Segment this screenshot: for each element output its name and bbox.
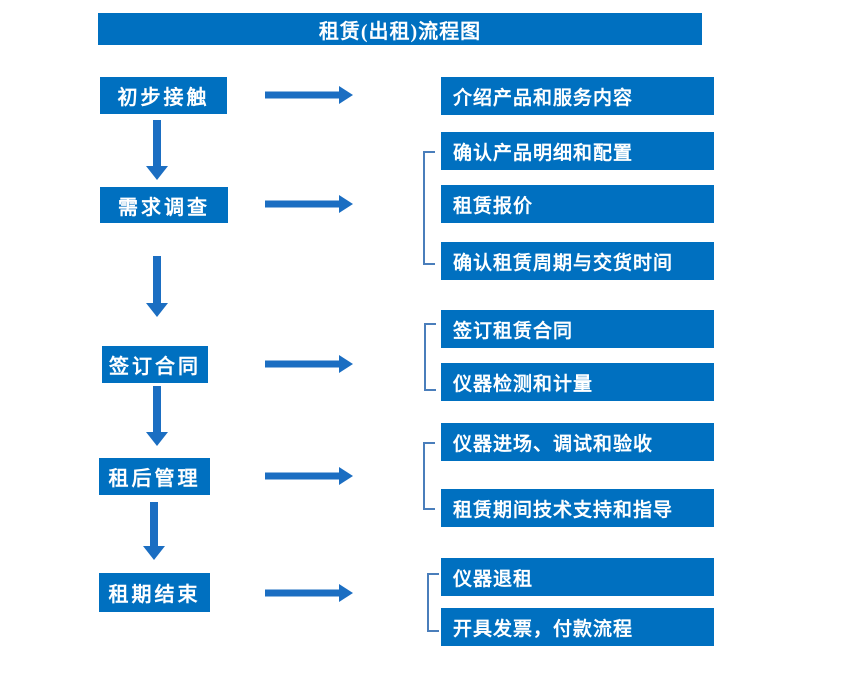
detail-box-invoice-payment-process: 开具发票，付款流程: [441, 608, 714, 646]
detail-box-instrument-inspection-metering: 仪器检测和计量: [441, 363, 714, 401]
arrow-right-icon-4: [265, 467, 353, 485]
step-box-post-rental-management: 租后管理: [99, 458, 210, 495]
arrow-shaft: [153, 120, 161, 167]
arrow-head: [339, 86, 353, 104]
arrow-shaft: [153, 386, 161, 433]
bracket-rental-end-group: [427, 573, 439, 632]
arrow-head: [143, 546, 165, 560]
detail-box-rental-quotation: 租赁报价: [441, 185, 714, 223]
step-box-initial-contact: 初步接触: [100, 77, 227, 114]
step-box-needs-survey: 需求调查: [100, 187, 228, 223]
arrow-shaft: [265, 472, 340, 480]
arrow-down-icon-2: [146, 256, 168, 317]
arrow-shaft: [265, 360, 340, 368]
arrow-right-icon-5: [265, 584, 353, 602]
arrow-shaft: [265, 91, 340, 99]
detail-box-confirm-product-details-config: 确认产品明细和配置: [441, 132, 714, 170]
arrow-shaft: [150, 502, 158, 547]
bracket-post-rental-group: [423, 442, 435, 510]
arrow-head: [339, 355, 353, 373]
detail-box-instrument-arrival-commissioning: 仪器进场、调试和验收: [441, 423, 714, 461]
detail-box-sign-rental-contract: 签订租赁合同: [441, 310, 714, 348]
arrow-down-icon-3: [146, 386, 168, 446]
step-box-sign-contract: 签订合同: [102, 346, 208, 383]
arrow-right-icon-3: [265, 355, 353, 373]
arrow-down-icon-4: [143, 502, 165, 560]
detail-box-rental-technical-support: 租赁期间技术支持和指导: [441, 489, 714, 527]
arrow-shaft: [153, 256, 161, 304]
bracket-sign-contract-group: [424, 323, 436, 391]
step-box-rental-period-end: 租期结束: [99, 573, 210, 612]
flowchart-title: 租赁(出租)流程图: [98, 13, 702, 45]
arrow-head: [146, 303, 168, 317]
arrow-shaft: [265, 200, 340, 208]
arrow-head: [146, 166, 168, 180]
arrow-head: [339, 195, 353, 213]
arrow-down-icon-1: [146, 120, 168, 180]
arrow-head: [146, 432, 168, 446]
arrow-shaft: [265, 589, 340, 597]
arrow-right-icon-2: [265, 195, 353, 213]
detail-box-confirm-rental-period-delivery: 确认租赁周期与交货时间: [441, 242, 714, 280]
detail-box-instrument-return: 仪器退租: [441, 558, 714, 596]
arrow-head: [339, 467, 353, 485]
arrow-head: [339, 584, 353, 602]
detail-box-introduce-products-services: 介绍产品和服务内容: [441, 77, 714, 115]
bracket-needs-survey-group: [423, 151, 435, 265]
arrow-right-icon-1: [265, 86, 353, 104]
